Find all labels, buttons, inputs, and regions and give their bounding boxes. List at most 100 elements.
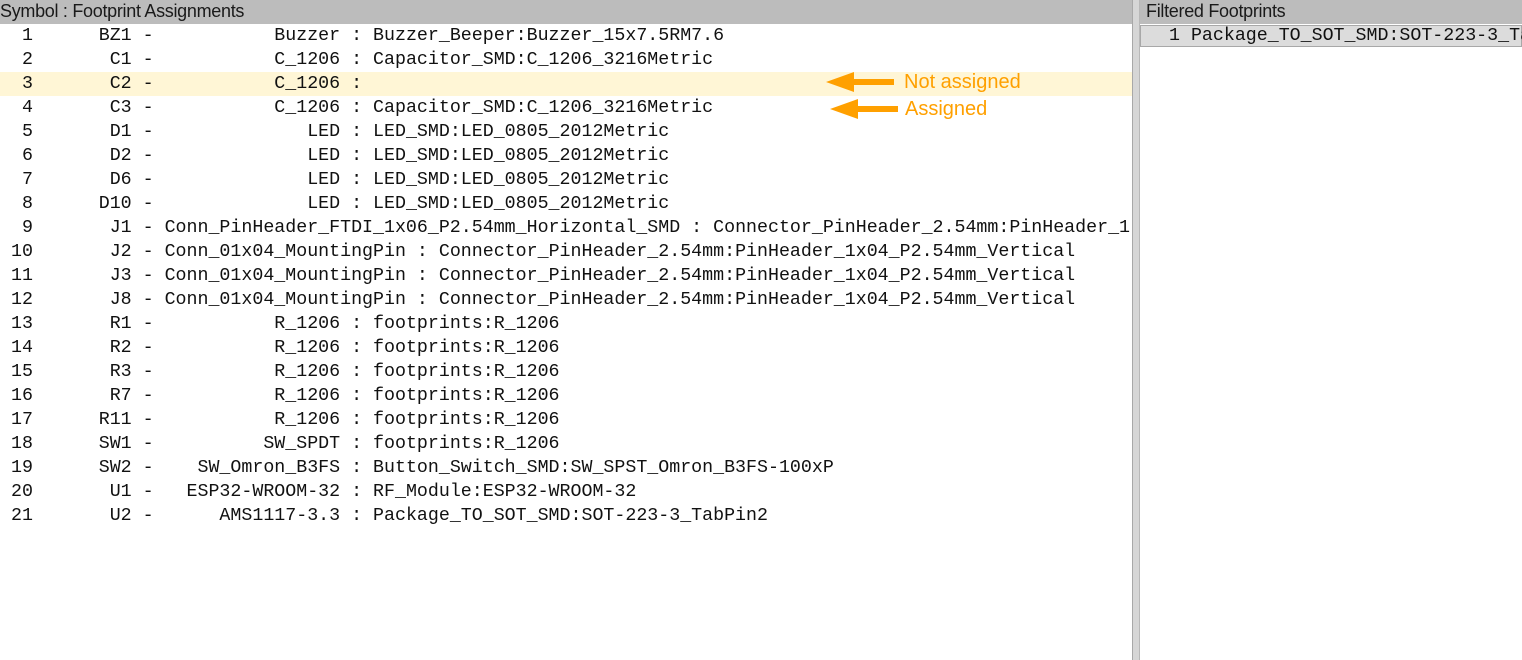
table-row[interactable]: 8 D10 - LED : LED_SMD:LED_0805_2012Metri…	[0, 192, 1132, 216]
table-row[interactable]: 17 R11 - R_1206 : footprints:R_1206	[0, 408, 1132, 432]
row-value: C_1206	[164, 50, 341, 70]
table-row[interactable]: 18 SW1 - SW_SPDT : footprints:R_1206	[0, 432, 1132, 456]
separator: :	[340, 146, 374, 166]
row-number: 3	[0, 74, 44, 94]
row-reference: U2	[43, 506, 132, 526]
row-number: 1	[0, 26, 44, 46]
splitter-handle[interactable]	[1132, 0, 1140, 660]
table-row[interactable]: 21 U2 - AMS1117-3.3 : Package_TO_SOT_SMD…	[0, 504, 1132, 528]
row-reference: D2	[43, 146, 132, 166]
row-value: Buzzer	[164, 26, 341, 46]
arrow-left-icon	[826, 72, 894, 92]
separator: -	[131, 386, 165, 406]
separator: -	[131, 314, 165, 334]
panel-title: Symbol : Footprint Assignments	[0, 0, 1132, 24]
row-value: LED	[164, 194, 341, 214]
row-reference: C2	[43, 74, 132, 94]
table-row[interactable]: 13 R1 - R_1206 : footprints:R_1206	[0, 312, 1132, 336]
filtered-footprint-item[interactable]: 1 Package_TO_SOT_SMD:SOT-223-3_TabPin2	[1140, 25, 1522, 47]
separator: :	[680, 218, 714, 238]
row-reference: U1	[43, 482, 132, 502]
row-number: 9	[0, 218, 44, 238]
table-row[interactable]: 14 R2 - R_1206 : footprints:R_1206	[0, 336, 1132, 360]
table-row[interactable]: 6 D2 - LED : LED_SMD:LED_0805_2012Metric	[0, 144, 1132, 168]
row-value: Conn_01x04_MountingPin	[164, 290, 406, 310]
separator: :	[340, 410, 374, 430]
separator: -	[131, 410, 165, 430]
assigned-annotation: Assigned	[905, 98, 988, 120]
separator: -	[131, 290, 165, 310]
row-number: 20	[0, 482, 44, 502]
row-number: 18	[0, 434, 44, 454]
separator: :	[340, 170, 374, 190]
separator: -	[131, 218, 165, 238]
separator: -	[131, 98, 165, 118]
row-value: C_1206	[164, 74, 341, 94]
separator: :	[405, 242, 439, 262]
separator: -	[131, 362, 165, 382]
table-row[interactable]: 11 J3 - Conn_01x04_MountingPin : Connect…	[0, 264, 1132, 288]
separator: -	[131, 434, 165, 454]
separator: :	[340, 314, 374, 334]
row-number: 13	[0, 314, 44, 334]
table-row[interactable]: 2 C1 - C_1206 : Capacitor_SMD:C_1206_321…	[0, 48, 1132, 72]
separator: -	[131, 338, 165, 358]
row-footprint: footprints:R_1206	[373, 410, 560, 430]
row-number: 21	[0, 506, 44, 526]
table-row[interactable]: 7 D6 - LED : LED_SMD:LED_0805_2012Metric	[0, 168, 1132, 192]
separator: -	[131, 170, 165, 190]
separator: -	[131, 26, 165, 46]
row-value: R_1206	[164, 338, 341, 358]
separator: :	[405, 290, 439, 310]
symbol-footprint-panel: Symbol : Footprint Assignments 1 BZ1 - B…	[0, 0, 1132, 528]
separator: -	[131, 458, 165, 478]
table-row[interactable]: 20 U1 - ESP32-WROOM-32 : RF_Module:ESP32…	[0, 480, 1132, 504]
table-row[interactable]: 10 J2 - Conn_01x04_MountingPin : Connect…	[0, 240, 1132, 264]
separator: :	[340, 26, 374, 46]
separator: :	[340, 50, 374, 70]
row-reference: J1	[43, 218, 132, 238]
separator: :	[340, 362, 374, 382]
row-footprint: Package_TO_SOT_SMD:SOT-223-3_TabPin2	[373, 506, 768, 526]
assignment-list[interactable]: 1 BZ1 - Buzzer : Buzzer_Beeper:Buzzer_15…	[0, 24, 1132, 528]
separator: :	[340, 482, 374, 502]
table-row[interactable]: 4 C3 - C_1206 : Capacitor_SMD:C_1206_321…	[0, 96, 1132, 120]
row-value: SW_Omron_B3FS	[164, 458, 341, 478]
row-value: Conn_01x04_MountingPin	[164, 242, 406, 262]
filtered-footprints-title: Filtered Footprints	[1140, 0, 1522, 24]
table-row[interactable]: 1 BZ1 - Buzzer : Buzzer_Beeper:Buzzer_15…	[0, 24, 1132, 48]
row-reference: BZ1	[43, 26, 132, 46]
row-value: AMS1117-3.3	[164, 506, 341, 526]
row-footprint: Connector_PinHeader_2.54mm:PinHeader_1x0…	[438, 290, 1076, 310]
filtered-footprints-panel: Filtered Footprints 1 Package_TO_SOT_SMD…	[1140, 0, 1522, 660]
row-footprint: LED_SMD:LED_0805_2012Metric	[373, 194, 670, 214]
row-value: R_1206	[164, 314, 341, 334]
separator: -	[131, 74, 165, 94]
row-footprint: Capacitor_SMD:C_1206_3216Metric	[373, 50, 714, 70]
row-number: 4	[0, 98, 44, 118]
row-number: 17	[0, 410, 44, 430]
row-reference: D10	[43, 194, 132, 214]
row-reference: SW1	[43, 434, 132, 454]
row-footprint: Buzzer_Beeper:Buzzer_15x7.5RM7.6	[373, 26, 725, 46]
table-row[interactable]: 19 SW2 - SW_Omron_B3FS : Button_Switch_S…	[0, 456, 1132, 480]
row-value: C_1206	[164, 98, 341, 118]
row-reference: R3	[43, 362, 132, 382]
table-row[interactable]: 9 J1 - Conn_PinHeader_FTDI_1x06_P2.54mm_…	[0, 216, 1132, 240]
row-footprint: Connector_PinHeader_2.54mm:PinHeader_1x0…	[438, 266, 1076, 286]
table-row[interactable]: 3 C2 - C_1206 :	[0, 72, 1132, 96]
separator: :	[340, 386, 374, 406]
row-value: LED	[164, 122, 341, 142]
row-number: 10	[0, 242, 44, 262]
separator: :	[340, 458, 374, 478]
filtered-footprint-list[interactable]: 1 Package_TO_SOT_SMD:SOT-223-3_TabPin2	[1140, 25, 1522, 47]
table-row[interactable]: 15 R3 - R_1206 : footprints:R_1206	[0, 360, 1132, 384]
table-row[interactable]: 12 J8 - Conn_01x04_MountingPin : Connect…	[0, 288, 1132, 312]
row-number: 6	[0, 146, 44, 166]
separator: -	[131, 266, 165, 286]
table-row[interactable]: 16 R7 - R_1206 : footprints:R_1206	[0, 384, 1132, 408]
separator: :	[405, 266, 439, 286]
table-row[interactable]: 5 D1 - LED : LED_SMD:LED_0805_2012Metric	[0, 120, 1132, 144]
row-value: LED	[164, 146, 341, 166]
separator: -	[131, 50, 165, 70]
